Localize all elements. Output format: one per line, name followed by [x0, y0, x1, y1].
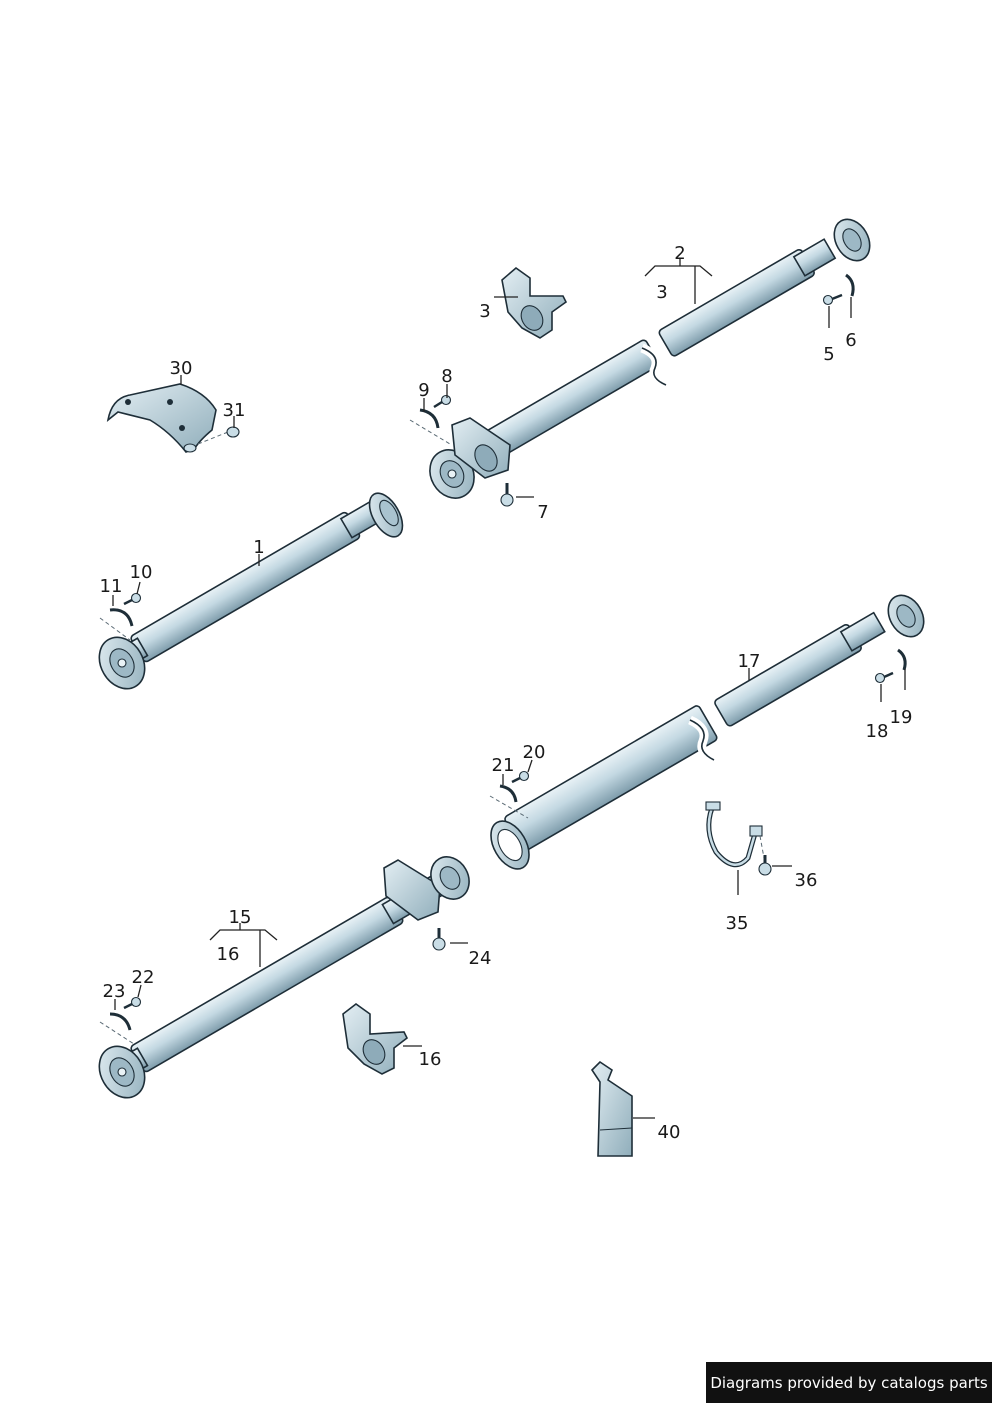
strap-35 — [705, 801, 763, 868]
callout-3-bracket: 3 — [479, 301, 490, 322]
callout-3-shaft: 3 — [656, 282, 667, 303]
callout-30: 30 — [170, 358, 193, 379]
bolt-20 — [511, 770, 530, 784]
callout-labels: 1 2 3 3 5 6 7 8 9 10 11 15 16 16 17 18 1… — [100, 243, 913, 1143]
nut-31 — [197, 426, 240, 445]
callout-21: 21 — [492, 755, 515, 776]
callout-7: 7 — [537, 502, 548, 523]
callout-17: 17 — [738, 651, 761, 672]
callout-1: 1 — [253, 537, 264, 558]
callout-20: 20 — [523, 742, 546, 763]
clip-21 — [489, 784, 529, 819]
clip-6 — [845, 273, 855, 297]
propshaft-2 — [429, 218, 871, 499]
bolt-24 — [432, 928, 446, 951]
propshaft-1 — [98, 492, 404, 690]
callout-11: 11 — [100, 576, 123, 597]
callout-8: 8 — [441, 366, 452, 387]
footer-credit[interactable]: Diagrams provided by catalogs parts — [706, 1362, 992, 1403]
bearing-bracket-3 — [501, 266, 568, 339]
callout-23: 23 — [103, 981, 126, 1002]
callout-19: 19 — [890, 707, 913, 728]
clip-19 — [897, 648, 907, 671]
callout-6: 6 — [845, 330, 856, 351]
clip-23 — [99, 1012, 135, 1045]
propshaft-15 — [98, 856, 470, 1099]
callout-10: 10 — [130, 562, 153, 583]
leader-lines — [112, 258, 906, 1119]
bolt-8 — [433, 394, 452, 409]
bearing-bracket-16 — [342, 1003, 409, 1075]
bolt-5 — [822, 293, 843, 306]
callout-40: 40 — [658, 1122, 681, 1143]
bolt-10 — [123, 592, 142, 606]
heat-shield-30 — [106, 383, 217, 453]
bolt-7 — [500, 483, 514, 507]
callout-5: 5 — [823, 344, 834, 365]
bolt-36 — [758, 835, 772, 876]
footer-text: Diagrams provided by catalogs parts — [710, 1373, 988, 1392]
callout-36: 36 — [795, 870, 818, 891]
bolt-22 — [123, 996, 142, 1010]
bolt-18 — [874, 671, 894, 684]
grease-tube-40 — [590, 1060, 633, 1157]
callout-22: 22 — [132, 967, 155, 988]
callout-18: 18 — [866, 721, 889, 742]
clip-11 — [99, 608, 134, 641]
callout-9: 9 — [418, 380, 429, 401]
callout-16-shaft: 16 — [217, 944, 240, 965]
clip-9 — [409, 408, 451, 445]
callout-15: 15 — [229, 907, 252, 928]
callout-2: 2 — [674, 243, 685, 264]
callout-31: 31 — [223, 400, 246, 421]
callout-24: 24 — [469, 948, 492, 969]
callout-35: 35 — [726, 913, 749, 934]
propshaft-17 — [490, 594, 925, 870]
callout-16-bracket: 16 — [419, 1049, 442, 1070]
